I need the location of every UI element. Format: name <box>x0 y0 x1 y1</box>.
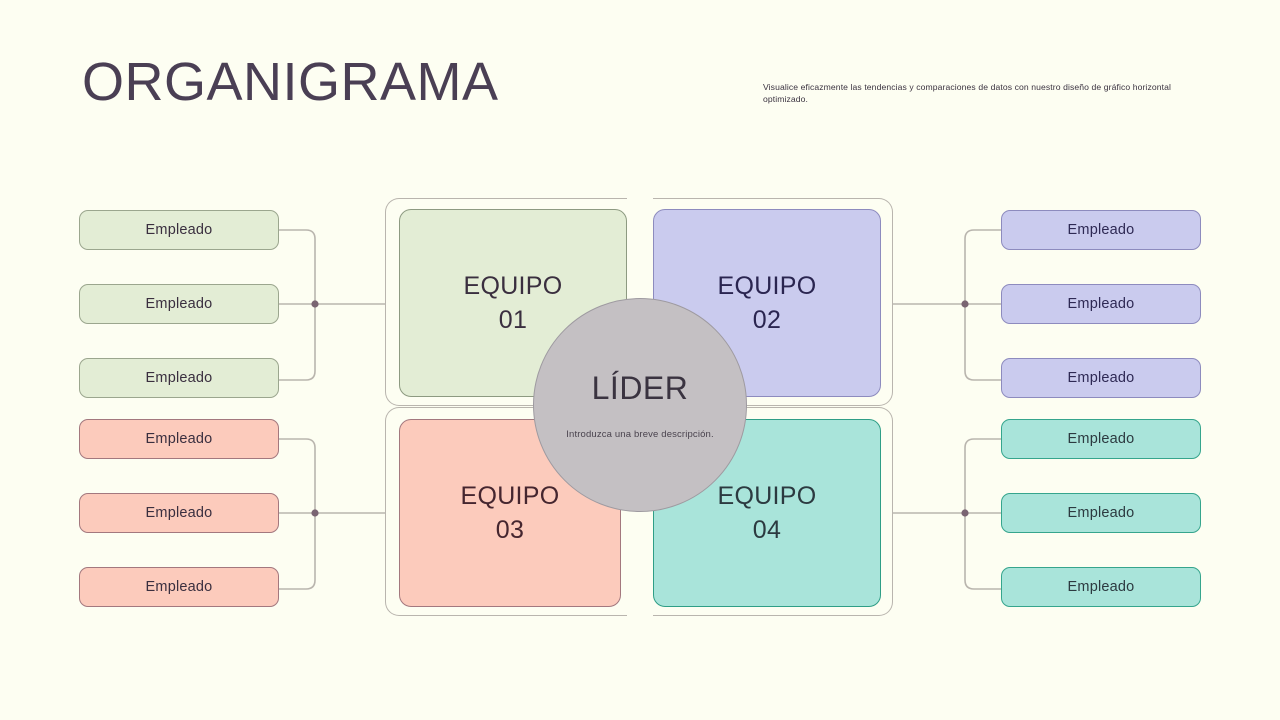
employee-team04-3[interactable]: Empleado <box>1001 567 1201 607</box>
team-frame-bottom-right <box>653 407 893 616</box>
employee-team01-3[interactable]: Empleado <box>79 358 279 398</box>
team-frame-top-left <box>385 198 627 406</box>
junction-dot-bottom-right <box>961 509 969 517</box>
employee-team02-1[interactable]: Empleado <box>1001 210 1201 250</box>
employee-team04-2[interactable]: Empleado <box>1001 493 1201 533</box>
employee-team02-2[interactable]: Empleado <box>1001 284 1201 324</box>
employee-team01-1[interactable]: Empleado <box>79 210 279 250</box>
leader-node[interactable]: LÍDER Introduzca una breve descripción. <box>533 298 747 512</box>
junction-dot-top-left <box>311 300 319 308</box>
junction-dot-top-right <box>961 300 969 308</box>
team-frame-top-right <box>653 198 893 406</box>
page-subtitle: Visualice eficazmente las tendencias y c… <box>763 82 1171 104</box>
employee-team04-1[interactable]: Empleado <box>1001 419 1201 459</box>
team-frame-bottom-left <box>385 407 627 616</box>
junction-dot-bottom-left <box>311 509 319 517</box>
employee-team01-2[interactable]: Empleado <box>79 284 279 324</box>
leader-description: Introduzca una breve descripción. <box>566 429 714 440</box>
employee-team03-2[interactable]: Empleado <box>79 493 279 533</box>
employee-team03-1[interactable]: Empleado <box>79 419 279 459</box>
employee-team02-3[interactable]: Empleado <box>1001 358 1201 398</box>
page-title: ORGANIGRAMA <box>82 52 499 112</box>
leader-title: LÍDER <box>591 370 689 406</box>
employee-team03-3[interactable]: Empleado <box>79 567 279 607</box>
